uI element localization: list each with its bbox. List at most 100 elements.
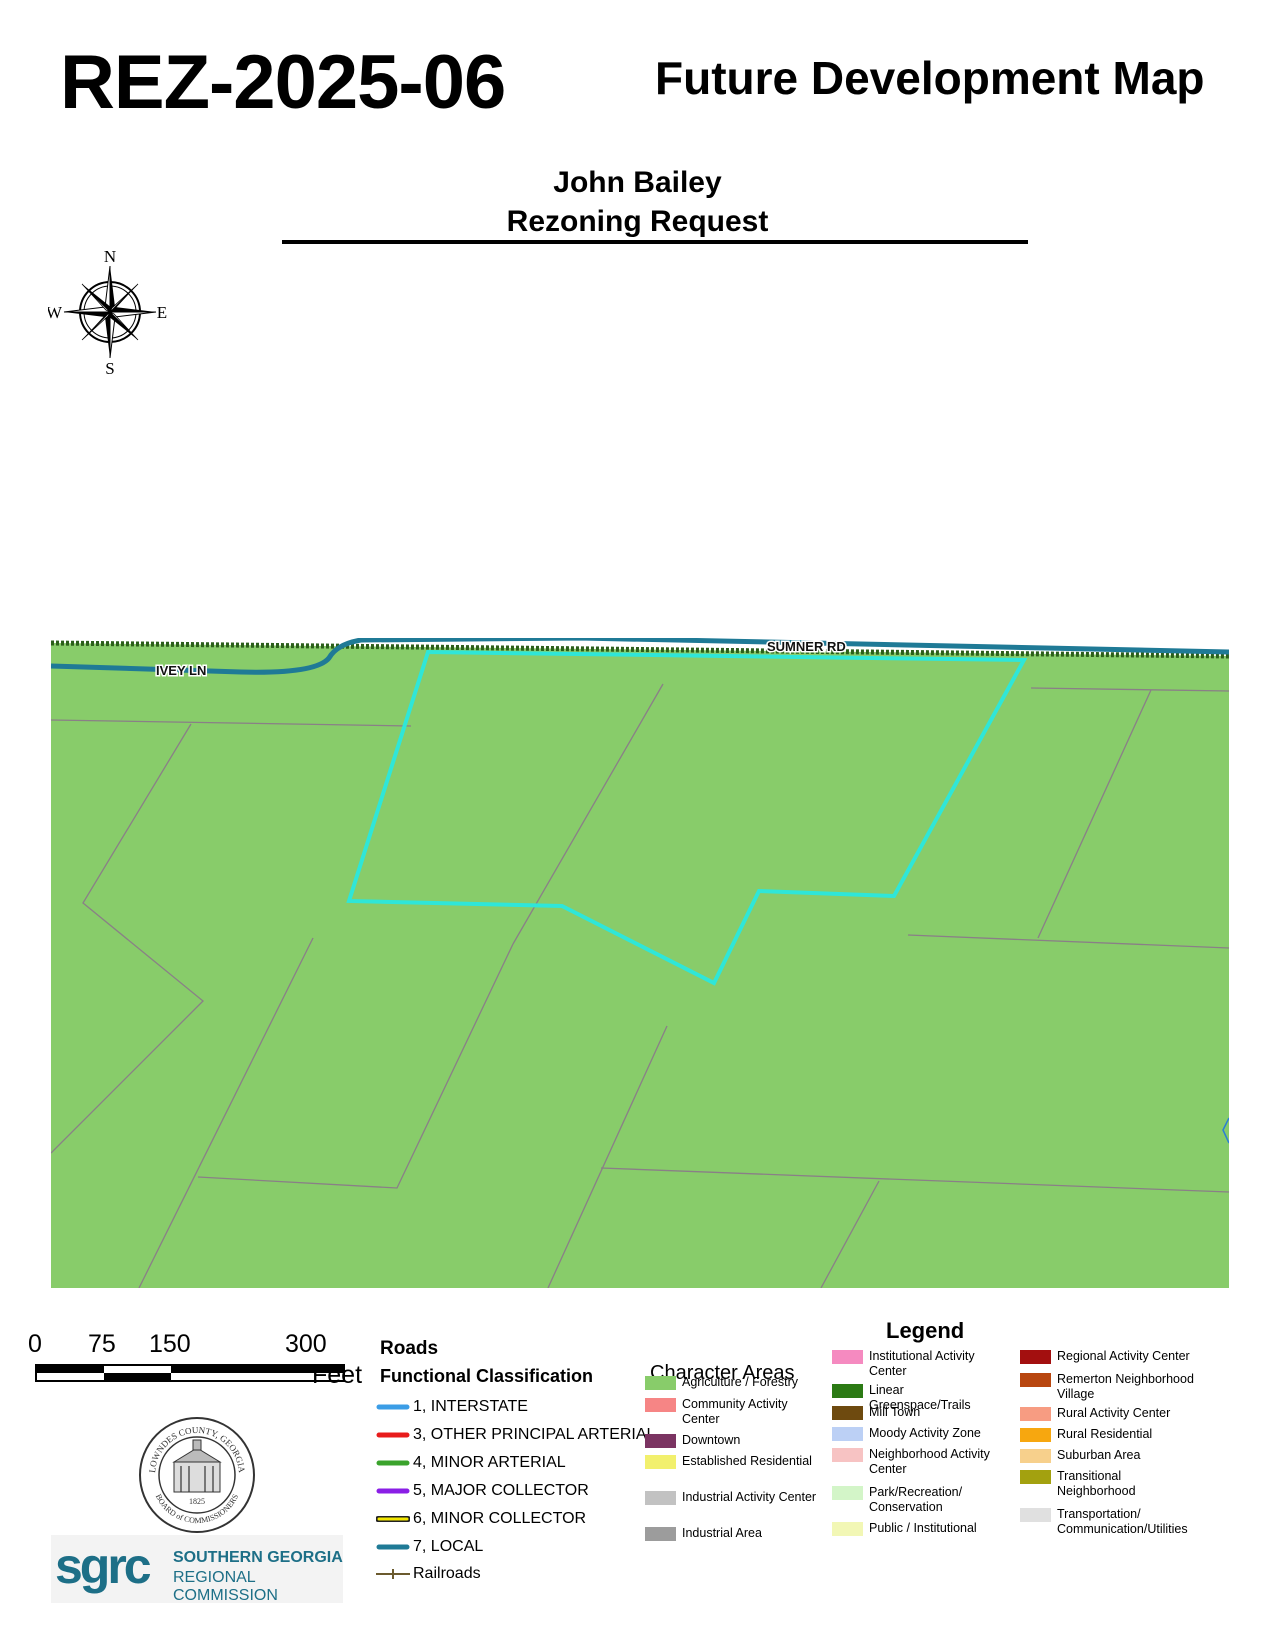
road-legend-label: 6, MINOR COLLECTOR	[413, 1510, 587, 1527]
legend-swatch	[645, 1398, 676, 1412]
agriculture-forestry-area	[51, 638, 1229, 1288]
legend-label: Moody Activity Zone	[869, 1426, 981, 1440]
legend-item: Community Activity Center	[645, 1397, 820, 1427]
legend-swatch	[832, 1448, 863, 1462]
subject-parcel-outline[interactable]	[346, 649, 1028, 986]
legend-item: Linear Greenspace/Trails	[832, 1383, 1007, 1413]
title-underline	[282, 240, 1028, 244]
road-legend-label: 3, OTHER PRINCIPAL ARTERIAL	[413, 1426, 656, 1443]
legend-title: Legend	[886, 1318, 965, 1343]
legend-label: Downtown	[682, 1433, 741, 1447]
legend-label: Regional Activity Center	[1057, 1349, 1190, 1363]
sgrc-mark: sgrc	[55, 1535, 152, 1597]
map-frame[interactable]: SUMNER RD IVEY LN	[51, 638, 1229, 1288]
legend-label: Rural Activity Center	[1057, 1406, 1171, 1420]
legend-item: Transitional Neighborhood	[1020, 1469, 1195, 1499]
legend-label: Public / Institutional	[869, 1521, 977, 1535]
road-legend-label: 4, MINOR ARTERIAL	[413, 1454, 566, 1471]
legend-label: Transitional Neighborhood	[1057, 1469, 1136, 1498]
road-legend-item: 5, MAJOR COLLECTOR	[376, 1480, 589, 1502]
legend-item: Transportation/ Communication/Utilities	[1020, 1507, 1195, 1537]
edge-feature	[1222, 1117, 1229, 1144]
legend-item: Public / Institutional	[832, 1521, 1007, 1536]
legend-swatch	[832, 1427, 863, 1441]
legend-item: Downtown	[645, 1433, 820, 1448]
legend-swatch	[832, 1486, 863, 1500]
roads-title: Roads	[380, 1338, 439, 1359]
legend-item: Mill Town	[832, 1405, 1007, 1420]
legend-swatch	[1020, 1350, 1051, 1364]
scale-tick-150: 150	[149, 1330, 191, 1358]
road-legend-item: 1, INTERSTATE	[376, 1396, 528, 1418]
sgrc-logo: sgrc SOUTHERN GEORGIA REGIONAL COMMISSIO…	[51, 1535, 343, 1604]
legend-swatch	[645, 1376, 676, 1390]
railroad-symbol-icon	[376, 1569, 410, 1579]
county-boundary	[51, 640, 1229, 659]
legend-label: Transportation/ Communication/Utilities	[1057, 1507, 1188, 1536]
case-number: REZ-2025-06	[60, 40, 506, 125]
legend-label: Community Activity Center	[682, 1397, 788, 1426]
legend-label: Industrial Activity Center	[682, 1490, 817, 1504]
legend-label: Established Residential	[682, 1454, 812, 1468]
compass-w: W	[48, 303, 63, 322]
request-type: Rezoning Request	[506, 205, 769, 238]
legend-label: Suburban Area	[1057, 1448, 1141, 1462]
sumner-rd-label: SUMNER RD	[767, 639, 846, 654]
legend-swatch	[832, 1384, 863, 1398]
road-legend-item: 7, LOCAL	[376, 1536, 483, 1558]
road-line-symbol-icon	[376, 1488, 410, 1494]
legend-swatch	[832, 1350, 863, 1364]
legend-label: Linear Greenspace/Trails	[869, 1383, 971, 1412]
legend-swatch	[1020, 1428, 1051, 1442]
legend-swatch	[1020, 1373, 1051, 1387]
road-legend-item: 3, OTHER PRINCIPAL ARTERIAL	[376, 1424, 655, 1446]
legend-swatch	[645, 1434, 676, 1448]
ivey-ln-label: IVEY LN	[156, 663, 206, 678]
legend-item: Agriculture / Forestry	[645, 1375, 820, 1390]
legend-label: Remerton Neighborhood Village	[1057, 1372, 1194, 1401]
road-legend-item: 4, MINOR ARTERIAL	[376, 1452, 566, 1474]
legend-label: Institutional Activity Center	[869, 1349, 975, 1378]
parcel-lines	[51, 683, 1229, 1288]
legend-label: Industrial Area	[682, 1526, 762, 1540]
functional-classification-title: Functional Classification	[380, 1366, 594, 1386]
legend-swatch	[832, 1522, 863, 1536]
sgrc-mark-text: sgrc	[55, 1538, 152, 1594]
local-road	[51, 638, 1229, 675]
scale-tick-300: 300	[285, 1330, 327, 1358]
road-legend-label: Railroads	[413, 1565, 481, 1582]
road-legend-label: 5, MAJOR COLLECTOR	[413, 1482, 589, 1499]
legend-swatch	[832, 1406, 863, 1420]
applicant-name: John Bailey	[553, 166, 722, 199]
scale-bar	[35, 1364, 345, 1382]
legend-label: Park/Recreation/ Conservation	[869, 1485, 963, 1514]
road-line-symbol-icon	[376, 1544, 410, 1550]
legend-item: Neighborhood Activity Center	[832, 1447, 1007, 1477]
compass-n: N	[104, 250, 116, 266]
road-line-symbol-icon	[376, 1516, 410, 1522]
legend-item: Rural Residential	[1020, 1427, 1195, 1442]
legend-swatch	[1020, 1449, 1051, 1463]
legend-item: Industrial Activity Center	[645, 1490, 820, 1505]
scale-unit: Feet	[312, 1361, 363, 1389]
legend-swatch	[645, 1455, 676, 1469]
legend-swatch	[1020, 1508, 1051, 1522]
map-title: Future Development Map	[655, 52, 1205, 104]
legend-item: Established Residential	[645, 1454, 820, 1469]
character-areas-title: Character Areas	[650, 1362, 795, 1384]
seal-year: 1825	[189, 1497, 205, 1506]
compass-rose-icon: N S W E	[48, 250, 167, 375]
legend-swatch	[1020, 1470, 1051, 1484]
scale-tick-0: 0	[28, 1330, 42, 1358]
road-legend-label: 7, LOCAL	[413, 1538, 484, 1555]
compass-e: E	[157, 303, 167, 322]
road-line-symbol-icon	[376, 1404, 410, 1410]
legend-label: Rural Residential	[1057, 1427, 1153, 1441]
road-legend-item: 6, MINOR COLLECTOR	[376, 1508, 586, 1530]
legend-label: Agriculture / Forestry	[682, 1375, 799, 1389]
legend-item: Suburban Area	[1020, 1448, 1195, 1463]
legend-label: Mill Town	[869, 1405, 921, 1419]
legend-item: Park/Recreation/ Conservation	[832, 1485, 1007, 1515]
compass-s: S	[105, 359, 114, 375]
road-legend-item: Railroads	[376, 1563, 481, 1585]
